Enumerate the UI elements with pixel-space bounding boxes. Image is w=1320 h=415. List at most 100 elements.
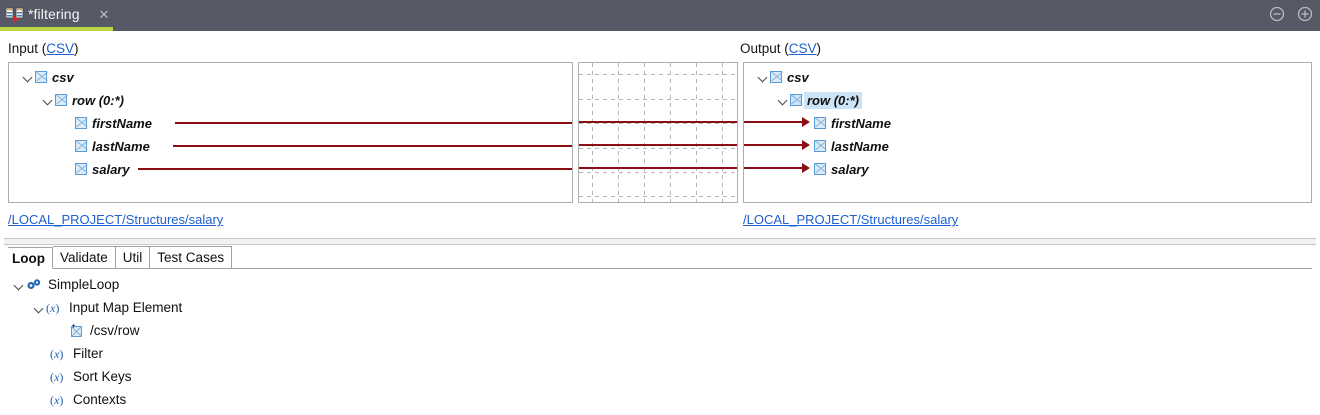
connection-arrow-lastname (802, 140, 810, 150)
input-node-label: lastName (92, 138, 150, 154)
input-label-suffix: ) (74, 41, 79, 56)
close-icon[interactable]: ✕ (98, 7, 110, 22)
output-node-label: csv (787, 69, 809, 85)
output-node-label: row (0:*) (804, 91, 862, 109)
grid-line (579, 74, 737, 75)
output-format-link[interactable]: CSV (788, 41, 817, 56)
output-tree-row-firstname[interactable]: firstName (814, 113, 891, 133)
loop-node-label: Sort Keys (73, 369, 132, 384)
grid-line (579, 123, 737, 124)
input-node-label: salary (92, 161, 130, 177)
input-node-label: csv (52, 69, 74, 85)
element-icon (75, 117, 87, 129)
loop-node-label: /csv/row (90, 323, 140, 338)
tab-test-cases[interactable]: Test Cases (150, 246, 233, 268)
element-icon (814, 163, 826, 175)
tab-filtering[interactable]: *filtering ✕ (0, 0, 113, 31)
mapping-grid-panel[interactable] (578, 62, 738, 203)
connection-line-firstname[interactable] (744, 121, 802, 123)
input-tree-row-row[interactable]: row (0:*) (41, 90, 124, 110)
loop-tree-row-simpleloop[interactable]: SimpleLoop (12, 274, 119, 295)
mapping-editor-icon (5, 7, 24, 24)
minimize-icon[interactable] (1268, 5, 1286, 23)
input-tree-row-lastname[interactable]: lastName (75, 136, 150, 156)
connection-line-lastname[interactable] (173, 145, 572, 147)
editor-titlebar: *filtering ✕ (0, 0, 1320, 31)
output-section-label: Output (CSV) (740, 41, 821, 56)
tab-title: *filtering (28, 6, 80, 22)
input-section-label: Input (CSV) (8, 41, 79, 56)
element-icon (75, 140, 87, 152)
chevron-down-icon[interactable] (32, 301, 46, 315)
window-buttons (1268, 5, 1314, 23)
connection-line-lastname[interactable] (744, 144, 802, 146)
element-icon (814, 117, 826, 129)
output-path-link[interactable]: /LOCAL_PROJECT/Structures/salary (743, 212, 959, 227)
tab-active-indicator (0, 27, 113, 31)
mapping-editor: Input (CSV) Output (CSV) csv row (0:*) f… (0, 31, 1320, 415)
connection-line-lastname[interactable] (579, 144, 737, 146)
output-tree-row-row[interactable]: row (0:*) (776, 90, 862, 110)
chevron-down-icon[interactable] (12, 278, 26, 292)
input-path-link[interactable]: /LOCAL_PROJECT/Structures/salary (8, 212, 224, 227)
output-structure-panel[interactable]: csv row (0:*) firstName lastName salary (743, 62, 1312, 203)
output-tree-row-salary[interactable]: salary (814, 159, 869, 179)
element-icon (770, 71, 782, 83)
chevron-down-icon[interactable] (41, 93, 55, 107)
loop-node-label: Contexts (73, 392, 127, 407)
fx-icon: (x) (50, 369, 64, 384)
grid-line (670, 63, 671, 202)
grid-line (579, 99, 737, 100)
element-icon (35, 71, 47, 83)
panel-splitter[interactable] (4, 238, 1316, 245)
loop-tree-row-contexts[interactable]: (x) Contexts (50, 389, 126, 410)
output-tree-row-csv[interactable]: csv (756, 67, 809, 87)
grid-line (618, 63, 619, 202)
grid-line (644, 63, 645, 202)
element-icon (75, 163, 87, 175)
tab-validate[interactable]: Validate (53, 246, 116, 268)
loop-node-label: Input Map Element (69, 300, 183, 315)
grid-line (722, 63, 723, 202)
fx-icon: (x) (46, 300, 60, 315)
connection-line-firstname[interactable] (579, 121, 737, 123)
grid-line (579, 196, 737, 197)
input-node-label: row (0:*) (72, 92, 124, 108)
grid-line (696, 63, 697, 202)
connection-line-salary[interactable] (744, 167, 802, 169)
input-format-link[interactable]: CSV (46, 41, 75, 56)
loop-tree-row-sort-keys[interactable]: (x) Sort Keys (50, 366, 132, 387)
loop-tree-row-input-map-element[interactable]: (x) Input Map Element (32, 297, 182, 318)
element-icon (55, 94, 67, 106)
input-label-prefix: Input ( (8, 41, 47, 56)
input-tree-row-salary[interactable]: salary (75, 159, 130, 179)
connection-line-salary[interactable] (579, 167, 737, 169)
output-node-label: lastName (831, 138, 889, 154)
chevron-down-icon[interactable] (776, 93, 790, 107)
grid-line (579, 172, 737, 173)
connection-line-firstname[interactable] (175, 122, 572, 124)
loop-tree-row-csv-row[interactable]: /csv/row (70, 320, 140, 341)
tab-util[interactable]: Util (115, 246, 151, 268)
grid-line (579, 148, 737, 149)
tab-loop[interactable]: Loop (8, 247, 53, 269)
output-label-suffix: ) (816, 41, 822, 56)
output-tree-row-lastname[interactable]: lastName (814, 136, 889, 156)
connection-arrow-salary (802, 163, 810, 173)
element-icon (814, 140, 826, 152)
chevron-down-icon[interactable] (756, 70, 770, 84)
output-node-label: salary (831, 161, 869, 177)
loop-tree-row-filter[interactable]: (x) Filter (50, 343, 103, 364)
grid-line (592, 63, 593, 202)
input-structure-panel[interactable]: csv row (0:*) firstName lastName salary (8, 62, 573, 203)
element-icon (70, 323, 84, 338)
input-tree-row-csv[interactable]: csv (21, 67, 74, 87)
input-tree-row-firstname[interactable]: firstName (75, 113, 152, 133)
output-node-label: firstName (831, 115, 891, 131)
bottom-tabstrip: Loop Validate Util Test Cases (8, 246, 1312, 269)
maximize-icon[interactable] (1296, 5, 1314, 23)
fx-icon: (x) (50, 346, 64, 361)
chevron-down-icon[interactable] (21, 70, 35, 84)
connection-line-salary[interactable] (138, 168, 572, 170)
input-node-label: firstName (92, 115, 152, 131)
